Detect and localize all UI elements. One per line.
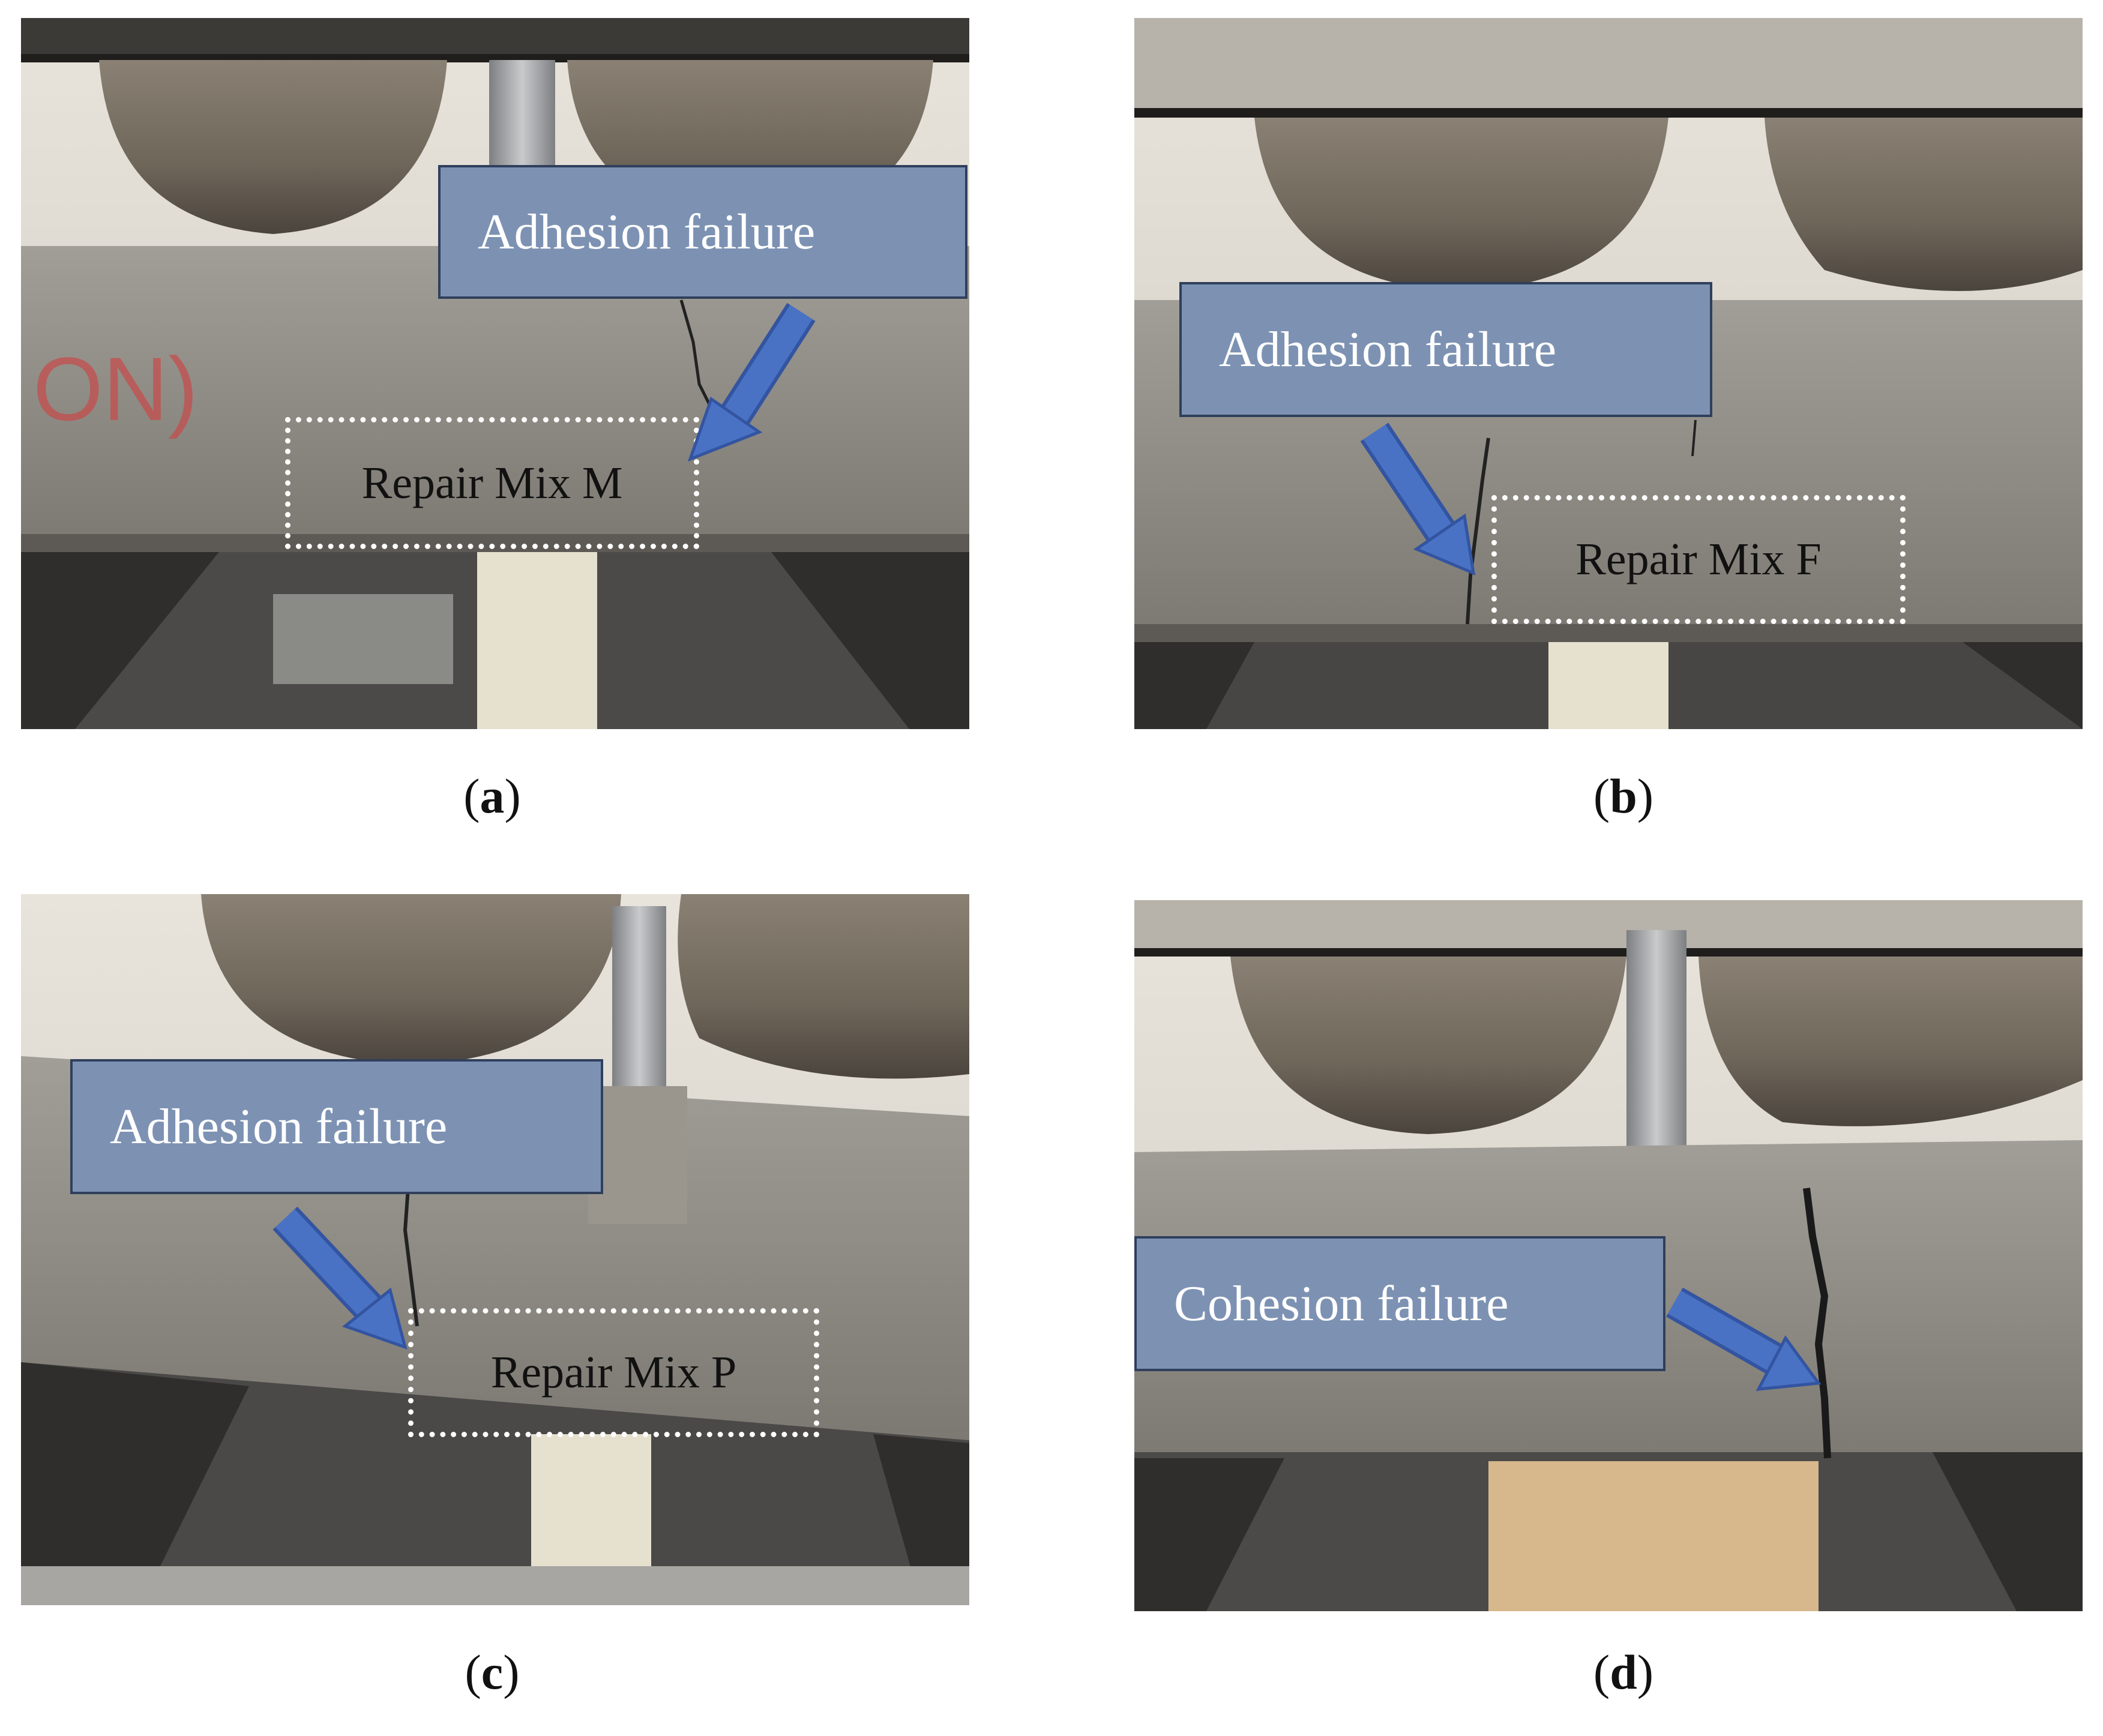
caption-close-paren: )	[504, 769, 521, 823]
photo-panel-a: ON) Adhesion failure Repair Mix M	[21, 18, 969, 729]
photo-scene-a: ON)	[21, 18, 969, 729]
caption-d: (d)	[1533, 1644, 1713, 1701]
caption-letter: b	[1610, 769, 1637, 823]
svg-text:ON): ON)	[33, 338, 198, 439]
callout-adhesion-failure-c: Adhesion failure	[70, 1059, 603, 1194]
caption-letter: c	[481, 1645, 504, 1699]
caption-c: (c)	[402, 1644, 582, 1701]
caption-close-paren: )	[1637, 769, 1654, 823]
photo-panel-b: Adhesion failure Repair Mix F	[1134, 18, 2083, 729]
photo-panel-c: Adhesion failure Repair Mix P	[21, 894, 969, 1605]
caption-letter: a	[480, 769, 505, 823]
caption-b: (b)	[1533, 768, 1713, 824]
repair-mix-label-c: Repair Mix P	[408, 1308, 819, 1437]
repair-mix-label-b: Repair Mix F	[1491, 495, 1906, 624]
caption-open-paren: (	[1593, 769, 1610, 823]
caption-open-paren: (	[465, 1645, 481, 1699]
callout-adhesion-failure-b: Adhesion failure	[1179, 282, 1712, 417]
repair-mix-label-a: Repair Mix M	[285, 417, 699, 549]
caption-open-paren: (	[463, 769, 480, 823]
photo-panel-d: Cohesion failure	[1134, 900, 2083, 1611]
caption-close-paren: )	[1637, 1645, 1654, 1699]
caption-letter: d	[1610, 1645, 1637, 1699]
callout-cohesion-failure-d: Cohesion failure	[1134, 1236, 1665, 1371]
callout-adhesion-failure-a: Adhesion failure	[438, 165, 967, 299]
caption-close-paren: )	[503, 1645, 520, 1699]
photo-scene-b	[1134, 18, 2083, 729]
caption-a: (a)	[402, 768, 582, 824]
caption-open-paren: (	[1593, 1645, 1610, 1699]
photo-scene-c	[21, 894, 969, 1605]
